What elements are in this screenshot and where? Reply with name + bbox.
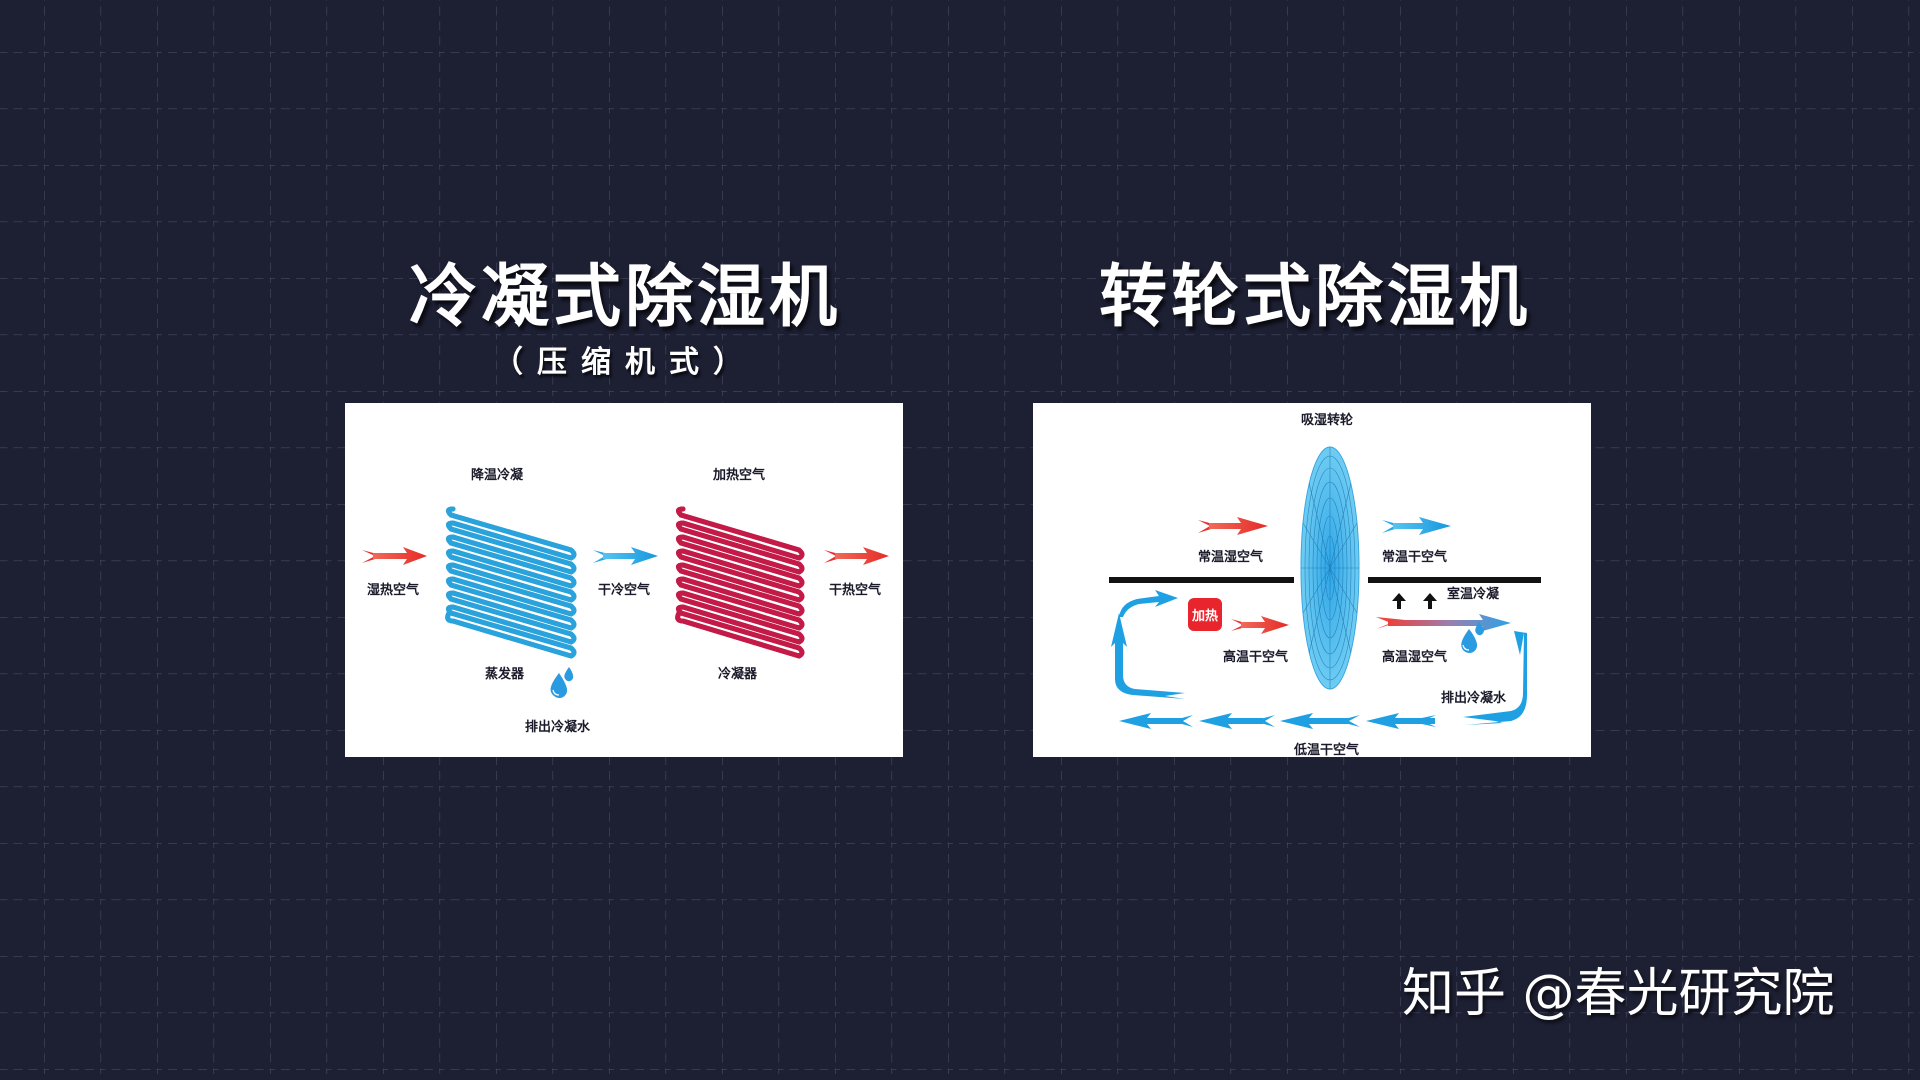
label-dry-hot-air: 干热空气 bbox=[829, 583, 882, 598]
label-evaporator: 蒸发器 bbox=[485, 667, 525, 682]
watermark: 知乎 @春光研究院 bbox=[1402, 964, 1835, 1024]
label-room-condense: 室温冷凝 bbox=[1447, 587, 1500, 602]
evaporator-coil bbox=[448, 506, 574, 659]
right-title: 转轮式除湿机 bbox=[1098, 258, 1531, 337]
label-heat-air: 加热空气 bbox=[713, 468, 766, 483]
up-arrow-icon bbox=[1392, 593, 1437, 609]
return-arrows-bottom bbox=[1119, 713, 1436, 729]
label-wheel: 吸湿转轮 bbox=[1301, 413, 1354, 428]
humid-air-in-arrow bbox=[1198, 517, 1268, 535]
label-hot-humid-air: 高温湿空气 bbox=[1382, 650, 1448, 665]
label-humid-hot-air: 湿热空气 bbox=[367, 583, 420, 598]
left-subtitle: （压缩机式） bbox=[493, 345, 757, 380]
label-room-dry-air: 常温干空气 bbox=[1382, 550, 1448, 565]
condensing-diagram-graphics bbox=[362, 506, 889, 699]
return-arrow-left bbox=[1111, 590, 1185, 699]
left-title: 冷凝式除湿机 bbox=[408, 258, 841, 337]
water-drop-icon bbox=[1461, 622, 1484, 654]
hot-humid-air-arrow bbox=[1376, 614, 1511, 632]
condenser-coil bbox=[678, 506, 802, 659]
cold-air-arrow bbox=[593, 547, 658, 565]
desiccant-wheel-icon bbox=[1300, 446, 1360, 690]
hot-air-in-arrow bbox=[362, 547, 427, 565]
label-hot-dry-air: 高温干空气 bbox=[1223, 650, 1289, 665]
heater-icon: 加热 bbox=[1188, 598, 1222, 631]
label-cold-dry-air: 低温干空气 bbox=[1294, 743, 1360, 758]
dry-air-out-arrow bbox=[1382, 517, 1451, 535]
label-dry-cold-air: 干冷空气 bbox=[598, 583, 651, 598]
desiccant-wheel-diagram-panel: 加热 吸湿转轮 常温湿空气 常温干空气 室温冷凝 高温干空气 高温湿空气 排出冷… bbox=[1033, 403, 1591, 758]
water-drop-icon bbox=[550, 667, 574, 699]
label-room-humid-air: 常温湿空气 bbox=[1198, 550, 1264, 565]
label-cool-condense: 降温冷凝 bbox=[471, 468, 524, 483]
label-condenser: 冷凝器 bbox=[718, 667, 758, 682]
label-drain-water: 排出冷凝水 bbox=[1441, 691, 1507, 706]
separator-left bbox=[1109, 577, 1294, 583]
desiccant-diagram-graphics bbox=[1109, 446, 1541, 729]
label-drain-water: 排出冷凝水 bbox=[525, 720, 591, 735]
hot-dry-air-arrow bbox=[1231, 616, 1289, 634]
condensing-diagram-panel: 降温冷凝 加热空气 湿热空气 干冷空气 干热空气 蒸发器 冷凝器 排出冷凝水 bbox=[345, 403, 903, 757]
separator-right bbox=[1368, 577, 1541, 583]
return-arrow-right bbox=[1463, 631, 1527, 725]
hot-air-out-arrow bbox=[824, 547, 889, 565]
